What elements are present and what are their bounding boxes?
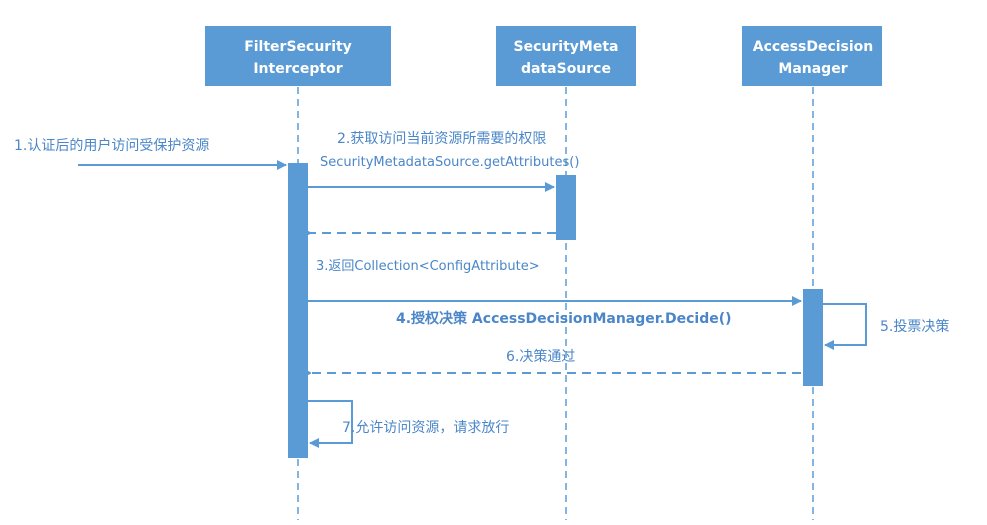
message-5-label: 5.投票决策 [880,318,949,335]
header-line2: Manager [778,61,847,77]
header-filter-security-interceptor: FilterSecurity Interceptor [205,26,391,86]
header-line2: Interceptor [253,61,342,77]
message-2-method-label: SecurityMetadataSource.getAttributes() [320,155,579,170]
header-line1: SecurityMeta [514,39,619,55]
message-5-self-loop-arrow [823,303,867,350]
header-line1: FilterSecurity [244,39,352,55]
message-6-label: 6.决策通过 [506,348,575,365]
header-line2: dataSource [521,61,611,77]
message-4-label: 4.授权决策 AccessDecisionManager.Decide() [396,310,732,327]
activation-bar-security-metadata-source [556,175,576,240]
activation-bar-access-decision-manager [803,289,823,386]
message-1-label: 1.认证后的用户访问受保护资源 [14,137,209,154]
activation-bar-filter-security-interceptor [288,163,308,458]
message-7-self-loop-arrow [308,400,353,448]
message-3-label: 3.返回Collection<ConfigAttribute> [316,259,540,274]
header-access-decision-manager: AccessDecision Manager [742,26,882,86]
header-line1: AccessDecision [753,39,874,55]
message-7-label: 7.允许访问资源，请求放行 [342,420,509,436]
message-2-label: 2.获取访问当前资源所需要的权限 [337,130,546,147]
header-security-metadata-source: SecurityMeta dataSource [496,26,636,86]
